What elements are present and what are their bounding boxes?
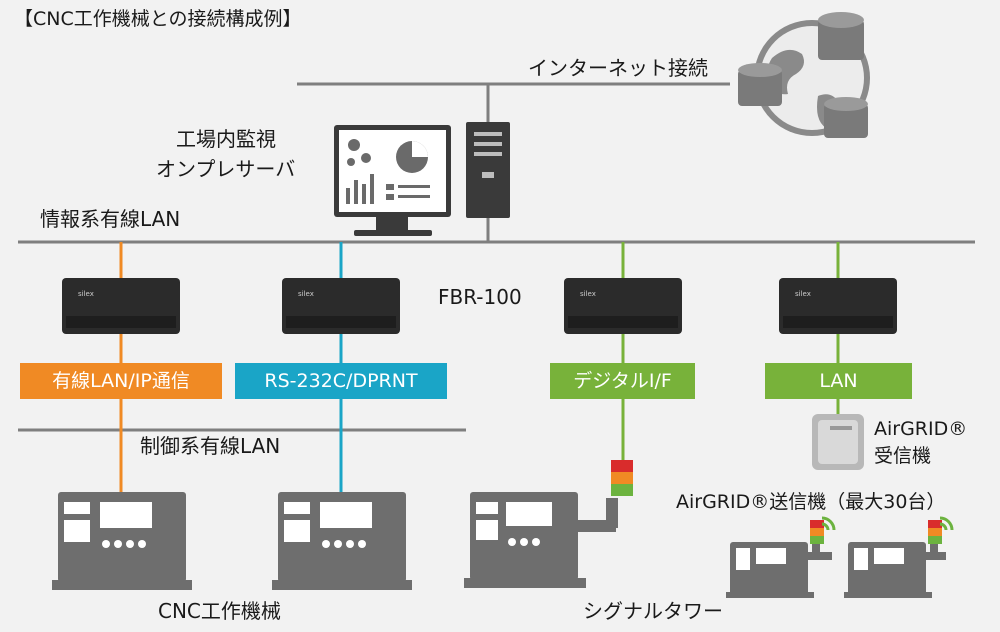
wireless-signal-icon xyxy=(821,516,836,531)
server-tower-icon xyxy=(466,122,510,218)
cnc-machine-label: CNC工作機械 xyxy=(158,599,281,623)
fbr-device: silex xyxy=(62,278,180,334)
diagram-title: 【CNC工作機械との接続構成例】 xyxy=(14,8,302,30)
signal-tower-label: シグナルタワー xyxy=(583,599,723,623)
connection-label-lan: LAN xyxy=(765,363,912,399)
server-label-line1: 工場内監視 xyxy=(176,127,276,151)
wireless-signal-icon xyxy=(939,516,954,531)
signal-tower-icon xyxy=(611,460,633,496)
airgrid-receiver-icon xyxy=(812,414,864,470)
small-cnc-machine-icon xyxy=(844,540,946,598)
fbr-device: silex xyxy=(779,278,897,334)
airgrid-receiver-label: AirGRID® 受信機 xyxy=(874,416,967,470)
fbr-device: silex xyxy=(282,278,400,334)
control-lan-label: 制御系有線LAN xyxy=(140,434,281,458)
device-brand-text: silex xyxy=(795,290,811,298)
connection-label-wired-lan: 有線LAN/IP通信 xyxy=(20,363,222,399)
database-icon xyxy=(738,12,868,138)
airgrid-sender-label: AirGRID®送信機（最大30台） xyxy=(676,491,946,513)
device-brand-text: silex xyxy=(580,290,596,298)
airgrid-receiver-label-line2: 受信機 xyxy=(874,445,932,467)
device-model-label: FBR-100 xyxy=(438,285,522,309)
monitor-icon xyxy=(334,125,451,236)
cnc-machine-icon xyxy=(52,492,192,590)
info-lan-label: 情報系有線LAN xyxy=(40,207,181,231)
signal-tower-icon xyxy=(810,520,824,544)
cnc-machine-icon xyxy=(272,492,412,590)
fbr-device: silex xyxy=(564,278,682,334)
connection-label-rs232c: RS-232C/DPRNT xyxy=(235,363,447,399)
signal-tower-icon xyxy=(928,520,942,544)
connection-label-digital-if: デジタルI/F xyxy=(550,363,695,399)
internet-label: インターネット接続 xyxy=(528,56,708,80)
device-brand-text: silex xyxy=(78,290,94,298)
cnc-machine-icon xyxy=(464,492,618,588)
device-brand-text: silex xyxy=(298,290,314,298)
small-cnc-machine-icon xyxy=(726,540,832,598)
server-label: 工場内監視 オンプレサーバ xyxy=(156,124,295,184)
airgrid-receiver-label-line1: AirGRID® xyxy=(874,418,968,440)
server-label-line2: オンプレサーバ xyxy=(156,157,296,181)
